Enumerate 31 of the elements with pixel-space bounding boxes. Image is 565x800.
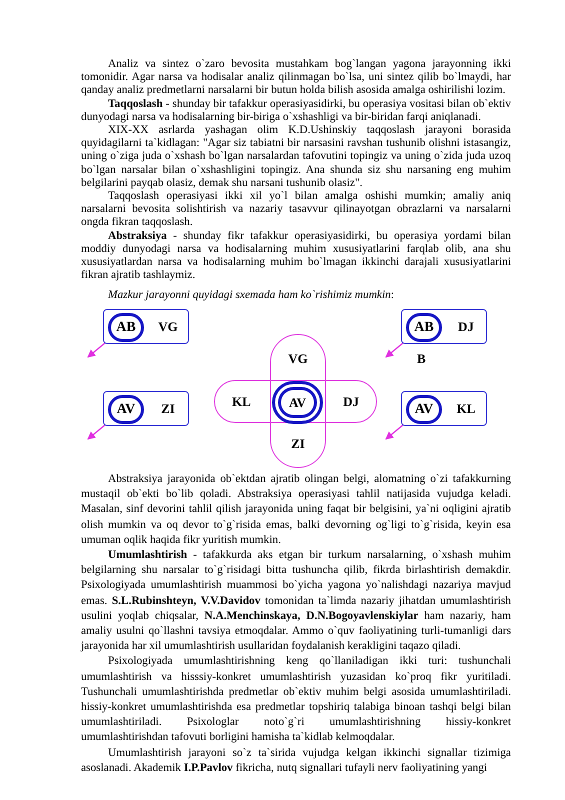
node-label: VG xyxy=(288,352,308,365)
paragraph: Umumlashtirish jarayoni so`z ta`sirida vujudga kelgan ikkinchi signallar tizimiga asoslanadi. Akademik I.P.Pavlov fikricha, nutq signallari tufayli nerv faoliyatining yangi xyxy=(81,746,511,776)
paragraph: Abstraksiya jarayonida ob`ektdan ajratib olingan belgi, alomatning o`zi tafakkurning mustaqil ob`ekti bo`lib qoladi. Abstraksiya operasiyasi tahlil natijasida vujudga keladi. Masalan, sinf devorini tahlil qilish jarayonida uning faqat bir belgisini, ya`ni oqligini ajratib olish mumkin va oq devor to`g`risida emas, balki devorning og`ligi to`g`risida, keyin esa umuman oqlik haqida fikr yuritish mumkin. xyxy=(81,472,511,548)
rounded-box xyxy=(103,309,189,344)
arrow xyxy=(385,342,404,358)
arrow xyxy=(87,424,106,440)
arrow xyxy=(87,342,106,358)
node-label: KL xyxy=(456,402,476,415)
node-label: DJ xyxy=(458,320,474,333)
paragraph: Taqqoslash - shunday bir tafakkur operasiyasidirki, bu operasiya vositasi bilan ob`ektiv dunyodagi narsa va hodisalarning bir-biriga o`xshashligi va bir-biridan farqi aniqlanadi. xyxy=(81,98,511,124)
node-label: VG xyxy=(158,320,178,333)
node-label: AB xyxy=(116,320,136,334)
node-label: AV xyxy=(288,396,306,409)
node-label: ZI xyxy=(161,402,175,415)
paragraph: XIX-XX asrlarda yashagan olim K.D.Ushinskiy taqqoslash jarayoni borasida quyidagilarni ta`kidlagan: "Agar siz tabiatni bir narsasini ravshan tushunib olishni istasangiz, uning o`ziga juda o`xshash bo`lgan narsalardan tafovutini topingiz va uning o`zida juda uzoq bo`lgan narsalar bilan o`xshashligini topingiz. Ana shunda siz shu narsaning eng muhim belgilarini payqab olasiz, demak shu narsani tushunib olasiz". xyxy=(81,124,511,190)
rounded-box xyxy=(401,391,487,426)
node-label: AB xyxy=(414,320,434,334)
paragraph: Psixologiyada umumlashtirishning keng qo`llaniladigan ikki turi: tushunchali umumlashtirish va hisssiy-konkret umumlashtirish yuzasidan ko`proq fikr yuritiladi. Tushunchali umumlashtirishda predmetlar ob`ektiv muhim belgi asosida umumlashtiriladi. hissiy-konkret umumlashtirishda esa predmetlar topshiriq talabiga binoan tashqi belgi bilan umumlashtiriladi. Psixologlar noto`g`ri umumlashtirishning hissiy-konkret umumlashtirishdan tafovuti borligini hamisha ta`kidlab kelmoqdalar. xyxy=(81,654,511,746)
paragraph: Taqqoslash operasiyasi ikki xil yo`l bilan amalga oshishi mumkin; amaliy aniq narsalarni bevosita solishtirish va nazariy tasavvur qilinayotgan obrazlarni va narsalarni ongda fikran taqqoslash. xyxy=(81,190,511,230)
node-label: DJ xyxy=(343,395,359,408)
paragraph: Mazkur jarayonni quyidagi sxemada ham ko`rishimiz mumkin: xyxy=(107,288,396,302)
node-label: KL xyxy=(232,395,251,408)
node-label: AV xyxy=(116,402,136,416)
paragraph: Abstraksiya - shunday fikr tafakkur operasiyasidirki, bu operasiya yordami bilan moddiy dunyodagi narsa va hodisalarning muhim xususiyatlarini farqlab olib, ana shu xususiyatlardan narsa va hodisalarning muhim bo`lmagan ikkinchi darajali xususiyatlarini fikran ajratib tashlaymiz. xyxy=(81,230,511,282)
rounded-box xyxy=(103,391,189,426)
node-label: ZI xyxy=(291,437,305,450)
node-caption: B xyxy=(417,352,426,365)
arrow xyxy=(385,424,404,440)
node-label: AV xyxy=(414,402,434,416)
paragraph: Umumlashtirish - tafakkurda aks etgan bir turkum narsalarning, o`xshash muhim belgilarning shu narsalar to`g`risidagi bitta tushuncha qilib, fikrda birlashtirish demakdir. Psixologiyada umumlashtirish muammosi bo`yicha yagona yo`nalishdagi nazariya mavjud emas. S.L.Rubinshteyn, V.V.Davidov tomonidan ta`limda nazariy jihatdan umumlashtirish usulini yoqlab chiqsalar, N.A.Menchinskaya, D.N.Bogoyavlenskiylar ham nazariy, ham amaliy usulni qo`llashni tavsiya etmoqdalar. Ammo o`quv faoliyatining turli-tumanligi dars jarayonida har xil umumlashtirish usullaridan foydalanish kerakligini taqazo qiladi. xyxy=(81,548,511,654)
paragraph: Analiz va sintez o`zaro bevosita mustahkam bog`langan yagona jarayonning ikki tomonidir. Agar narsa va hodisalar analiz qilinmagan bo`lsa, uni sintez qilib bo`lmaydi, har qanday analiz predmetlarni narsalarni bir butun holda bilish asosida amalga oshirilishi lozim. xyxy=(81,58,511,98)
